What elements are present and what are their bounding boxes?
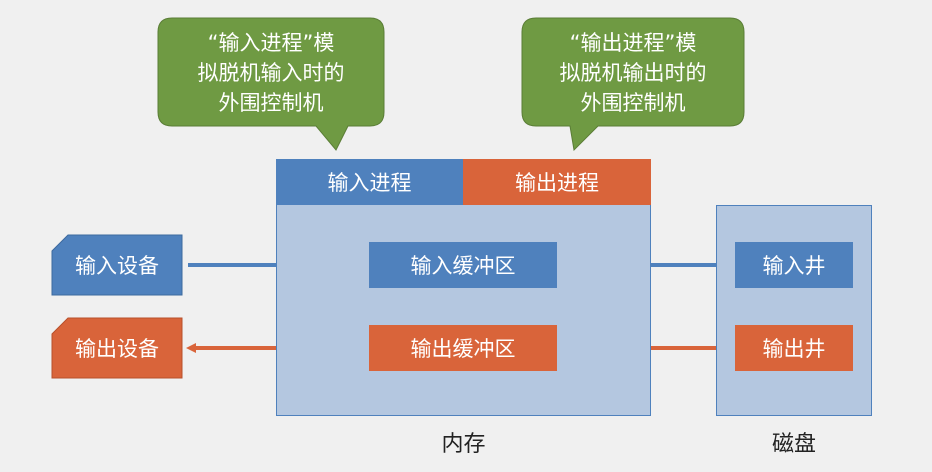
- output-device-label: 输出设备: [75, 337, 159, 361]
- output-well: 输出井: [735, 325, 853, 371]
- input-callout-text: “输入进程”模 拟脱机输入时的 外围控制机: [197, 31, 345, 115]
- output-process-callout: [521, 17, 745, 152]
- disk-panel: [716, 205, 872, 416]
- input-process-callout: [157, 17, 385, 151]
- input-device-shape: [51, 234, 183, 296]
- output-buffer: 输出缓冲区: [369, 325, 557, 371]
- output-device-shape: [51, 317, 183, 379]
- memory-panel: [276, 204, 651, 416]
- input-device-label: 输入设备: [75, 254, 159, 278]
- memory-caption: 内存: [441, 432, 486, 457]
- output-callout-text: “输出进程”模 拟脱机输出时的 外围控制机: [559, 31, 707, 115]
- input-well: 输入井: [735, 242, 853, 288]
- output-process-tab: 输出进程: [463, 159, 651, 205]
- input-buffer: 输入缓冲区: [369, 242, 557, 288]
- disk-caption: 磁盘: [771, 432, 816, 457]
- input-process-tab: 输入进程: [276, 159, 463, 205]
